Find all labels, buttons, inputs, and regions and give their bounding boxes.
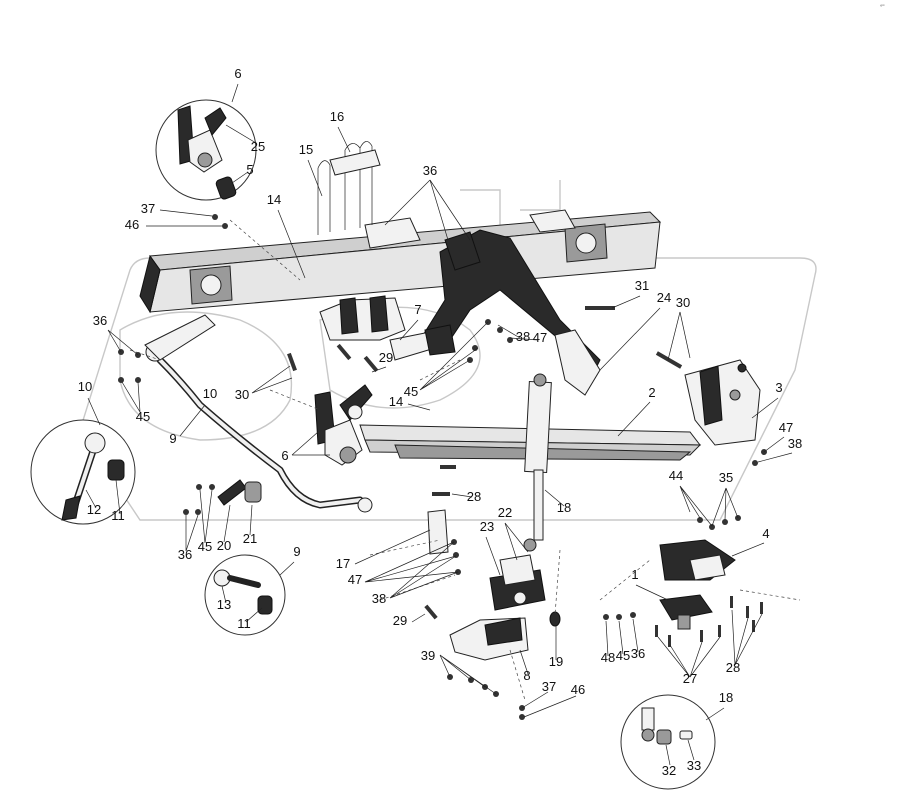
callout-c-25: 25 <box>251 139 265 154</box>
callout-c-18-mid: 18 <box>557 500 571 515</box>
callout-c-24: 24 <box>657 290 671 305</box>
bracket-17 <box>427 509 449 555</box>
callout-c-46-low: 46 <box>571 682 585 697</box>
callout-c-15: 15 <box>299 142 313 157</box>
spring-bracket-upper <box>319 295 406 341</box>
callout-c-22: 22 <box>498 505 512 520</box>
callout-c-45-left: 45 <box>136 409 150 424</box>
callout-c-9-mid: 9 <box>169 431 176 446</box>
stabilizer-bar <box>144 314 373 513</box>
callout-c-48: 48 <box>601 650 615 665</box>
spring-seat <box>489 554 546 611</box>
callout-c-6-mid: 6 <box>281 448 288 463</box>
callout-c-10-inner: 10 <box>203 386 217 401</box>
callout-c-13: 13 <box>217 597 231 612</box>
leader-lines <box>85 83 793 766</box>
callout-c-1: 1 <box>631 567 638 582</box>
callout-c-37-left: 37 <box>141 201 155 216</box>
callout-c-38-low: 38 <box>372 591 386 606</box>
pad-1 <box>659 594 713 630</box>
shock-absorber <box>523 373 552 552</box>
callout-c-30-left: 30 <box>235 387 249 402</box>
rear-bracket <box>684 359 761 446</box>
callout-c-7: 7 <box>414 302 421 317</box>
callout-c-14-top: 14 <box>267 192 281 207</box>
callout-c-38-right: 38 <box>788 436 802 451</box>
u-bolts <box>317 141 381 235</box>
callout-c-11-circle: 11 <box>237 616 251 631</box>
callout-c-29-low: 29 <box>393 613 407 628</box>
callout-c-9-circle: 9 <box>293 544 300 559</box>
callout-c-39: 39 <box>421 648 435 663</box>
callout-c-45-mid: 45 <box>404 384 418 399</box>
callout-c-44: 44 <box>669 468 683 483</box>
callout-c-36-top: 36 <box>423 163 437 178</box>
detail-circle-6 <box>155 99 257 201</box>
callout-c-47-low: 47 <box>348 572 362 587</box>
callout-c-2: 2 <box>648 385 655 400</box>
detail-circle-18 <box>620 694 716 790</box>
callout-c-4: 4 <box>762 526 769 541</box>
callout-c-46-left: 46 <box>125 217 139 232</box>
callout-c-17: 17 <box>336 556 350 571</box>
callout-c-28-mid: 28 <box>467 489 481 504</box>
callout-c-5: 5 <box>246 162 253 177</box>
callout-c-21: 21 <box>243 531 257 546</box>
callout-c-31: 31 <box>635 278 649 293</box>
callout-c-19: 19 <box>549 654 563 669</box>
callout-c-36-low: 36 <box>178 547 192 562</box>
spring-eye-bracket-left <box>314 384 373 466</box>
lower-bracket <box>449 617 529 661</box>
callout-c-30-right: 30 <box>676 295 690 310</box>
callout-c-12: 12 <box>87 502 101 517</box>
watermark-outline <box>79 180 817 521</box>
callout-c-38-mid: 38 <box>516 329 530 344</box>
callout-c-45-low: 45 <box>198 539 212 554</box>
callout-c-14-mid: 14 <box>389 394 403 409</box>
detail-circle-10 <box>30 419 136 525</box>
frame-rail <box>139 209 662 314</box>
corner-mark: °" <box>880 5 885 11</box>
washer-19 <box>549 611 561 627</box>
callout-c-6-top: 6 <box>234 66 241 81</box>
callout-c-20: 20 <box>217 538 231 553</box>
callout-c-23: 23 <box>480 519 494 534</box>
callout-c-47-right: 47 <box>779 420 793 435</box>
callout-c-8: 8 <box>523 668 530 683</box>
callout-c-28-right: 28 <box>726 660 740 675</box>
callout-c-45-right: 45 <box>616 648 630 663</box>
callout-c-27: 27 <box>683 671 697 686</box>
callout-c-36-right: 36 <box>631 646 645 661</box>
link-arm <box>389 324 456 361</box>
callout-c-29-mid: 29 <box>379 350 393 365</box>
detail-circle-9 <box>204 554 286 636</box>
callout-c-33: 33 <box>687 758 701 773</box>
callout-c-10-outer: 10 <box>78 379 92 394</box>
callout-c-11-left: 11 <box>111 508 125 523</box>
bracket-4 <box>659 539 736 581</box>
callout-c-36-left: 36 <box>93 313 107 328</box>
bushing-bracket <box>217 479 262 506</box>
callout-c-16: 16 <box>330 109 344 124</box>
callout-c-37-low: 37 <box>542 679 556 694</box>
callout-c-18-circle: 18 <box>719 690 733 705</box>
callout-c-32: 32 <box>662 763 676 778</box>
callout-c-35: 35 <box>719 470 733 485</box>
callout-c-47-mid: 47 <box>533 330 547 345</box>
callout-c-3: 3 <box>775 380 782 395</box>
